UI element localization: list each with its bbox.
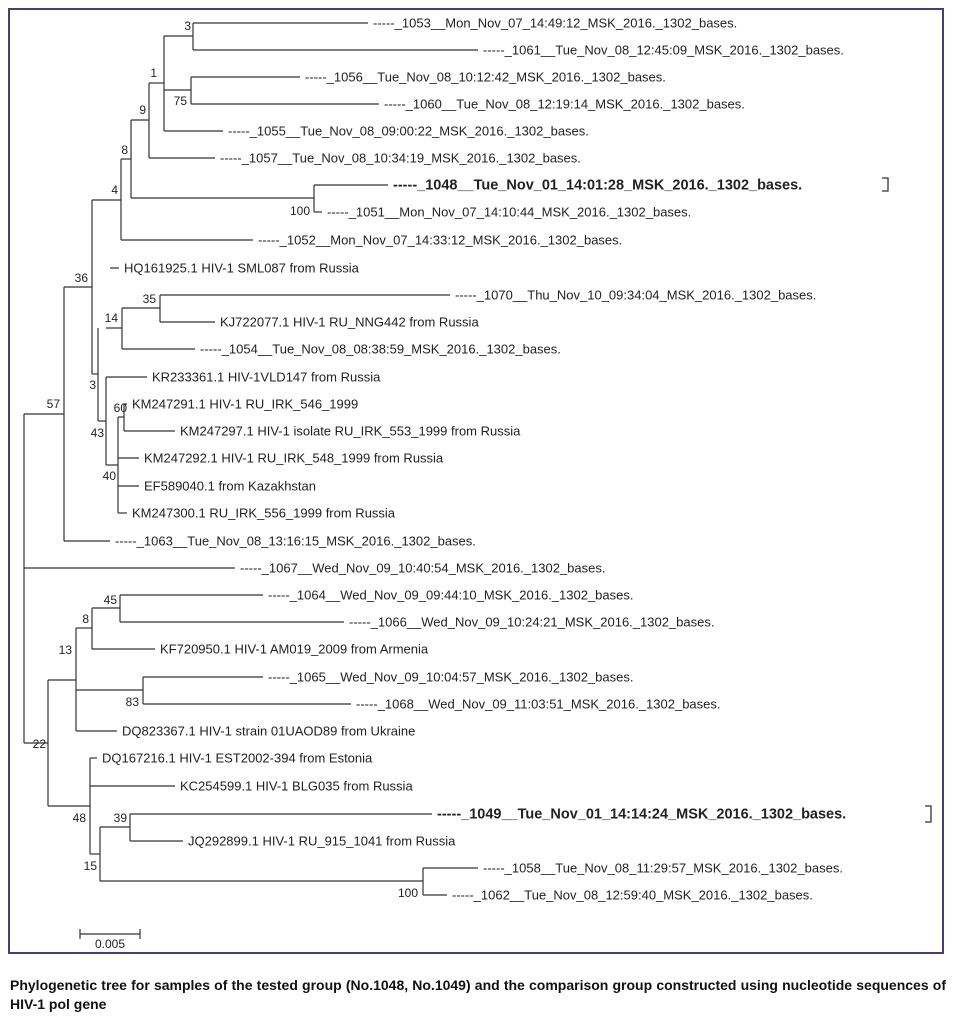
leaf-label-1055: -----_1055__Tue_Nov_08_09:00:22_MSK_2016… bbox=[228, 124, 589, 139]
bootstrap-value: 8 bbox=[82, 612, 89, 626]
leaf-label-jq292899: JQ292899.1 HIV-1 RU_915_1041 from Russia bbox=[188, 834, 456, 849]
bootstrap-value: 22 bbox=[33, 737, 47, 751]
leaf-label-1053: -----_1053__Mon_Nov_07_14:49:12_MSK_2016… bbox=[373, 16, 737, 31]
bootstrap-value: 40 bbox=[103, 469, 117, 483]
leaf-label-kj722077: KJ722077.1 HIV-1 RU_NNG442 from Russia bbox=[220, 315, 479, 330]
leaf-label-hq161925: HQ161925.1 HIV-1 SML087 from Russia bbox=[124, 261, 360, 276]
leaf-label-km247300: KM247300.1 RU_IRK_556_1999 from Russia bbox=[132, 506, 396, 521]
bootstrap-value: 75 bbox=[174, 94, 188, 108]
bootstrap-value: 1 bbox=[150, 66, 157, 80]
leaf-label-1056: -----_1056__Tue_Nov_08_10:12:42_MSK_2016… bbox=[305, 70, 666, 85]
bootstrap-value: 100 bbox=[290, 204, 310, 218]
leaf-label-1054: -----_1054__Tue_Nov_08_08:38:59_MSK_2016… bbox=[200, 342, 561, 357]
leaf-label-dq167216: DQ167216.1 HIV-1 EST2002-394 from Estoni… bbox=[102, 751, 373, 766]
leaf-label-km247292: KM247292.1 HIV-1 RU_IRK_548_1999 from Ru… bbox=[144, 451, 444, 466]
leaf-label-1048: -----_1048__Tue_Nov_01_14:01:28_MSK_2016… bbox=[393, 178, 802, 194]
leaf-label-1066: -----_1066__Wed_Nov_09_10:24:21_MSK_2016… bbox=[349, 615, 714, 630]
leaf-label-ef589040: EF589040.1 from Kazakhstan bbox=[144, 479, 316, 494]
leaf-label-1068: -----_1068__Wed_Nov_09_11:03:51_MSK_2016… bbox=[356, 697, 721, 712]
leaf-label-1063: -----_1063__Tue_Nov_08_13:16:15_MSK_2016… bbox=[115, 534, 476, 549]
bootstrap-value: 45 bbox=[104, 593, 118, 607]
bootstrap-value: 83 bbox=[126, 695, 140, 709]
leaf-label-1064: -----_1064__Wed_Nov_09_09:44:10_MSK_2016… bbox=[268, 588, 633, 603]
leaf-label-km247297: KM247297.1 HIV-1 isolate RU_IRK_553_1999… bbox=[180, 424, 521, 439]
bootstrap-value: 48 bbox=[73, 811, 87, 825]
tree-frame bbox=[8, 8, 944, 954]
leaf-label-1061: -----_1061__Tue_Nov_08_12:45:09_MSK_2016… bbox=[483, 43, 844, 58]
leaf-label-1067: -----_1067__Wed_Nov_09_10:40:54_MSK_2016… bbox=[240, 561, 605, 576]
bootstrap-value: 8 bbox=[121, 143, 128, 157]
bootstrap-value: 36 bbox=[75, 271, 89, 285]
leaf-label-1058: -----_1058__Tue_Nov_08_11:29:57_MSK_2016… bbox=[483, 861, 843, 876]
leaf-label-km247291: KM247291.1 HIV-1 RU_IRK_546_1999 bbox=[132, 397, 358, 412]
bootstrap-value: 43 bbox=[91, 426, 105, 440]
bootstrap-value: 39 bbox=[114, 811, 128, 825]
leaf-label-1070: -----_1070__Thu_Nov_10_09:34:04_MSK_2016… bbox=[455, 288, 816, 303]
bootstrap-value: 35 bbox=[143, 292, 157, 306]
leaf-label-1065: -----_1065__Wed_Nov_09_10:04:57_MSK_2016… bbox=[268, 670, 633, 685]
leaf-label-1051: -----_1051__Mon_Nov_07_14:10:44_MSK_2016… bbox=[327, 205, 691, 220]
leaf-label-kf720950: KF720950.1 HIV-1 AM019_2009 from Armenia bbox=[160, 642, 429, 657]
scale-bar-label: 0.005 bbox=[95, 937, 125, 951]
bootstrap-value: 15 bbox=[84, 859, 98, 873]
bootstrap-value: 14 bbox=[105, 311, 119, 325]
bootstrap-value: 9 bbox=[139, 103, 146, 117]
sample-bracket bbox=[925, 805, 932, 823]
bootstrap-value: 57 bbox=[47, 397, 61, 411]
bootstrap-value: 60 bbox=[114, 401, 128, 415]
bootstrap-value: 100 bbox=[398, 886, 418, 900]
bootstrap-value: 13 bbox=[59, 643, 73, 657]
bootstrap-value: 4 bbox=[111, 183, 118, 197]
leaf-label-kc254599: KC254599.1 HIV-1 BLG035 from Russia bbox=[180, 779, 413, 794]
leaf-label-1052: -----_1052__Mon_Nov_07_14:33:12_MSK_2016… bbox=[258, 233, 622, 248]
leaf-label-dq823367: DQ823367.1 HIV-1 strain 01UAOD89 from Uk… bbox=[122, 724, 415, 739]
bootstrap-value: 3 bbox=[184, 19, 191, 33]
leaf-label-1049: -----_1049__Tue_Nov_01_14:14:24_MSK_2016… bbox=[437, 807, 846, 823]
leaf-label-1060: -----_1060__Tue_Nov_08_12:19:14_MSK_2016… bbox=[384, 97, 745, 112]
leaf-label-1062: -----_1062__Tue_Nov_08_12:59:40_MSK_2016… bbox=[452, 888, 813, 903]
bootstrap-value: 3 bbox=[89, 378, 96, 392]
figure-caption: Phylogenetic tree for samples of the tes… bbox=[10, 977, 946, 1012]
leaf-label-1057: -----_1057__Tue_Nov_08_10:34:19_MSK_2016… bbox=[220, 151, 581, 166]
leaf-label-kr233361: KR233361.1 HIV-1VLD147 from Russia bbox=[152, 370, 381, 385]
sample-bracket bbox=[882, 177, 889, 192]
